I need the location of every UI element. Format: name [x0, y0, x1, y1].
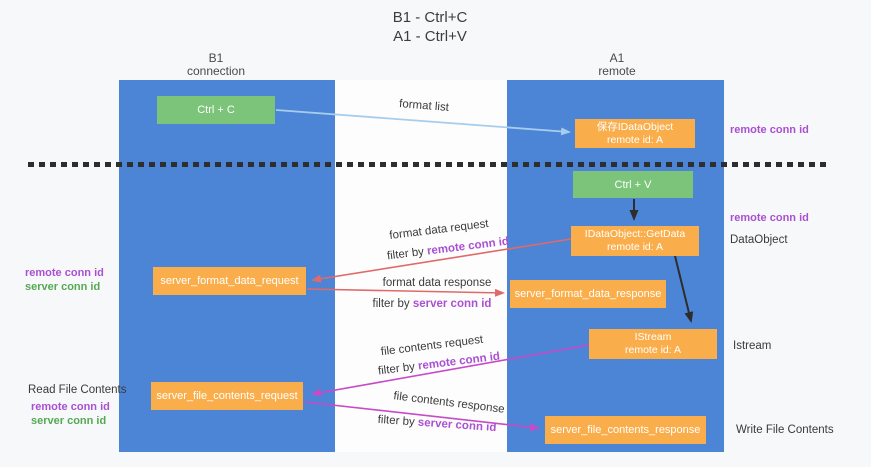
node-server-file-contents-response: server_file_contents_response: [545, 416, 706, 444]
label-remote-conn-id-left-2: remote conn id: [31, 401, 110, 413]
node-server-format-data-response: server_format_data_response: [510, 280, 666, 308]
title-line-2: A1 - Ctrl+V: [393, 28, 467, 45]
file-contents-response-arrow: [304, 401, 540, 432]
node-idataobject-getdata-subtitle: remote id: A: [606, 241, 664, 253]
label-format-data-response: format data response: [382, 277, 492, 289]
node-istream: IStream remote id: A: [589, 329, 717, 359]
left-conn-id-group-1: remote conn id server conn id: [25, 266, 104, 294]
file-contents-request-arrow: [311, 344, 590, 397]
phase-separator-dashed-line: [28, 162, 830, 167]
lane-b1-name: B1: [208, 51, 224, 65]
node-server-file-contents-request-label: server_file_contents_request: [156, 390, 298, 402]
label-filter-by-server-conn-id-1: filter by server conn id: [373, 298, 492, 310]
node-idataobject-getdata-title: IDataObject::GetData: [584, 228, 686, 240]
node-save-idataobject-subtitle: remote id: A: [606, 133, 664, 146]
label-dataobject: DataObject: [730, 234, 788, 246]
filter-by-text: filter by: [372, 298, 410, 310]
label-remote-conn-id-right-2: remote conn id: [730, 212, 809, 224]
label-istream: Istream: [733, 340, 772, 352]
server-conn-id-text: server conn id: [412, 298, 492, 310]
node-server-format-data-response-label: server_format_data_response: [514, 288, 662, 300]
node-save-idataobject: 保存IDataObject remote id: A: [575, 119, 695, 148]
node-istream-title: IStream: [634, 331, 672, 343]
left-conn-id-group-2: remote conn id server conn id: [31, 400, 110, 428]
node-ctrl-c: Ctrl + C: [157, 96, 275, 124]
lane-header-a1: A1 remote: [557, 52, 677, 78]
node-server-file-contents-request: server_file_contents_request: [151, 382, 303, 410]
getdata-to-istream-arrow: [674, 255, 694, 323]
node-ctrl-c-label: Ctrl + C: [197, 104, 235, 116]
node-ctrl-v-label: Ctrl + V: [614, 178, 652, 191]
filter-by-text: filter by: [377, 413, 416, 429]
node-idataobject-getdata: IDataObject::GetData remote id: A: [571, 226, 699, 256]
lane-a1-name: A1: [609, 51, 625, 65]
lane-b1-role: connection: [186, 64, 246, 78]
title-line-1: B1 - Ctrl+C: [392, 9, 468, 26]
format-data-response-arrow: [306, 288, 505, 297]
label-server-conn-id-left-2: server conn id: [31, 415, 107, 427]
label-read-file-contents: Read File Contents: [28, 384, 127, 396]
node-server-format-data-request-label: server_format_data_request: [160, 275, 299, 287]
middle-band: [335, 80, 507, 452]
node-ctrl-v: Ctrl + V: [573, 171, 693, 198]
node-save-idataobject-title: 保存IDataObject: [596, 120, 674, 133]
diagram-title: B1 - Ctrl+C A1 - Ctrl+V: [310, 8, 550, 46]
label-remote-conn-id-left-1: remote conn id: [25, 267, 104, 279]
label-server-conn-id-left-1: server conn id: [25, 281, 101, 293]
label-remote-conn-id-right-1: remote conn id: [730, 124, 809, 136]
format-data-request-arrow: [311, 238, 572, 283]
label-write-file-contents: Write File Contents: [736, 424, 834, 436]
lane-header-b1: B1 connection: [156, 52, 276, 78]
node-server-format-data-request: server_format_data_request: [153, 267, 306, 295]
format-list-arrow: [275, 109, 571, 136]
lane-a1-role: remote: [598, 64, 636, 78]
node-istream-subtitle: remote id: A: [624, 344, 682, 356]
node-server-file-contents-response-label: server_file_contents_response: [550, 424, 701, 436]
